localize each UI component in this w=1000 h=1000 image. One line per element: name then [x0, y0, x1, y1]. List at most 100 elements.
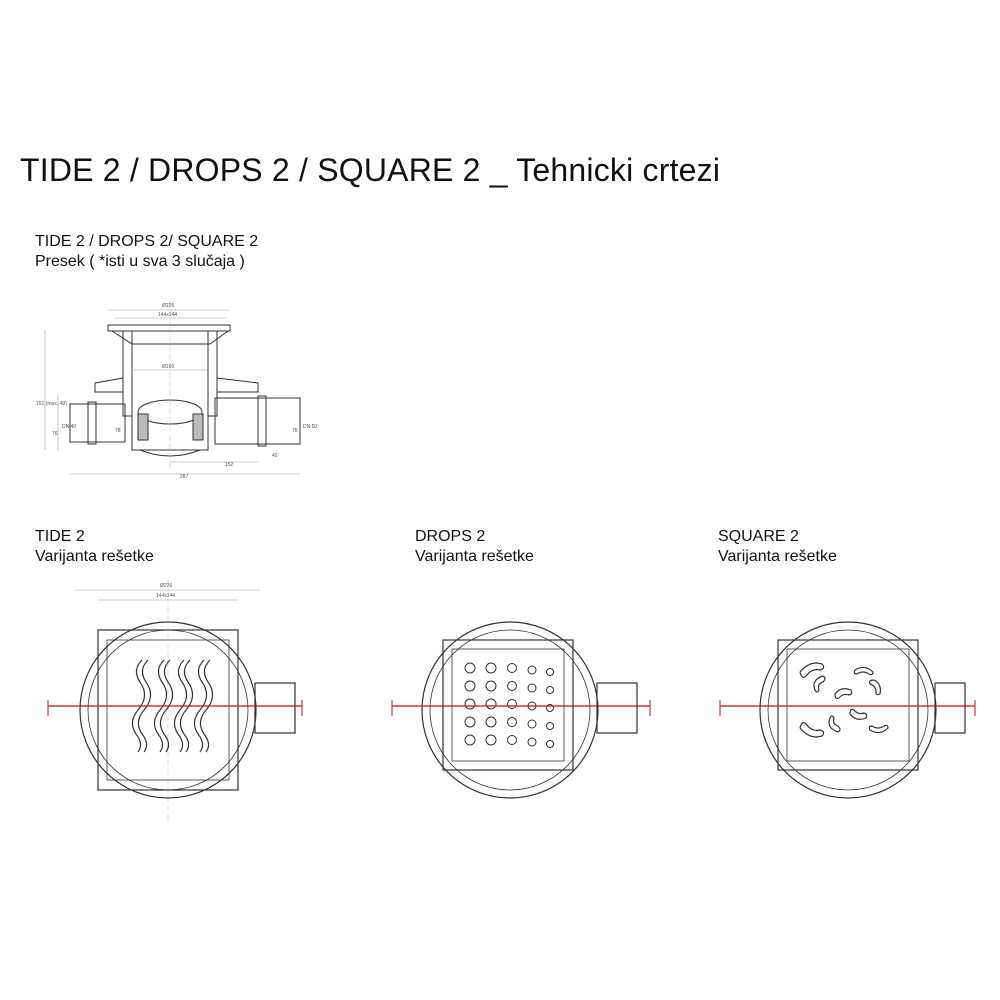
section-subheading: Presek ( *isti u sva 3 slučaja ) — [35, 253, 245, 270]
path-shape — [137, 659, 152, 753]
path-shape — [828, 715, 841, 733]
circle-shape — [546, 722, 554, 730]
tide-plan-view — [47, 580, 303, 820]
circle-shape — [485, 662, 497, 674]
outlet-pipe — [254, 682, 296, 734]
circle-shape — [507, 681, 517, 691]
trap-wall-right — [192, 413, 204, 441]
circle-shape — [485, 716, 497, 728]
path-shape — [813, 675, 826, 693]
grate-inner — [451, 648, 565, 762]
path-shape — [179, 659, 194, 753]
drain-body-outer — [759, 621, 937, 799]
path-shape — [193, 659, 208, 753]
path-shape — [799, 662, 825, 678]
variant-name: TIDE 2 — [35, 528, 85, 545]
dim-label: 75 — [292, 428, 298, 434]
dim-label: 151 (max. 48) — [36, 401, 67, 407]
outlet-pipe — [596, 682, 638, 734]
dim-label: Ø226 — [160, 583, 172, 589]
path-shape — [153, 659, 168, 753]
trap-wall-left — [137, 413, 149, 441]
circle-shape — [546, 740, 554, 748]
circle-shape — [464, 734, 476, 746]
circle-shape — [546, 704, 554, 712]
circle-shape — [464, 680, 476, 692]
circle-shape — [485, 698, 497, 710]
path-shape — [868, 724, 889, 734]
g-shape: Ø226 144x144 — [156, 583, 175, 599]
drop-holes — [464, 662, 554, 748]
pipe-left — [69, 403, 126, 443]
path-shape — [131, 659, 146, 753]
circle-shape — [485, 734, 497, 746]
pipe-right-collar — [257, 395, 267, 447]
circle-shape — [767, 629, 929, 791]
dim-label: DN 40 — [62, 424, 76, 430]
path-shape — [853, 666, 874, 676]
body-wall-right — [207, 330, 218, 417]
variant-caption-square: SQUARE 2 Varijanta rešetke — [718, 527, 837, 567]
body-wall-left — [122, 330, 133, 417]
drain-body-outer — [421, 621, 599, 799]
square-plan-view — [719, 621, 976, 799]
section-caption: TIDE 2 / DROPS 2/ SQUARE 2 Presek ( *ist… — [35, 232, 258, 272]
circle-shape — [464, 698, 476, 710]
dim-label: Ø226 — [162, 303, 174, 309]
grate-inner — [106, 639, 230, 781]
circle-shape — [507, 699, 517, 709]
variant-caption-tide: TIDE 2 Varijanta rešetke — [35, 527, 154, 567]
dim-label: Ø100 — [162, 364, 174, 370]
variant-label: Varijanta rešetke — [415, 548, 534, 565]
path-shape — [199, 659, 214, 753]
grate-funnel — [111, 330, 229, 345]
circle-shape — [527, 719, 537, 729]
variant-label: Varijanta rešetke — [718, 548, 837, 565]
dim-label: 45 — [272, 453, 278, 459]
flange-right — [216, 377, 259, 393]
pipe-left-collar — [87, 401, 97, 445]
dim-label: 76 — [52, 431, 58, 437]
wave-slots — [131, 659, 214, 753]
variant-label: Varijanta rešetke — [35, 548, 154, 565]
dim-label: 287 — [180, 474, 189, 480]
path-shape — [834, 688, 853, 700]
dim-label: 144x144 — [156, 593, 175, 599]
circle-shape — [507, 717, 517, 727]
circle-shape — [527, 737, 537, 747]
grate-frame — [777, 639, 919, 771]
flange-left — [94, 377, 124, 393]
grate-frame — [97, 629, 239, 791]
dim-label: DN 50 — [303, 424, 317, 430]
g-shape: Ø226 144x144 Ø100 DN 40 DN 50 76 78 151 … — [36, 303, 317, 480]
drops-plan-view — [391, 621, 651, 799]
variant-name: DROPS 2 — [415, 528, 486, 545]
page-title: TIDE 2 / DROPS 2 / SQUARE 2 _ Tehnicki c… — [20, 152, 721, 188]
curved-slots — [799, 662, 889, 738]
path-shape — [173, 659, 188, 753]
circle-shape — [507, 735, 517, 745]
path-shape — [799, 722, 825, 738]
grate-frame — [442, 639, 574, 771]
section-heading: TIDE 2 / DROPS 2/ SQUARE 2 — [35, 233, 259, 250]
grate-inner — [786, 648, 910, 762]
outlet-pipe — [934, 682, 966, 734]
variant-name: SQUARE 2 — [718, 528, 799, 545]
path-shape — [868, 679, 881, 696]
g-shape — [44, 300, 301, 475]
circle-shape — [527, 683, 537, 693]
circle-shape — [527, 665, 537, 675]
grate-top — [107, 324, 231, 332]
circle-shape — [464, 662, 476, 674]
circle-shape — [429, 629, 591, 791]
dim-label: 144x144 — [158, 312, 177, 318]
path-shape — [849, 708, 868, 720]
dim-label: 152 — [225, 462, 234, 468]
circle-shape — [485, 680, 497, 692]
circle-shape — [546, 686, 554, 694]
dim-label: 78 — [115, 428, 121, 434]
path-shape — [159, 659, 174, 753]
circle-shape — [546, 668, 554, 676]
variant-caption-drops: DROPS 2 Varijanta rešetke — [415, 527, 534, 567]
